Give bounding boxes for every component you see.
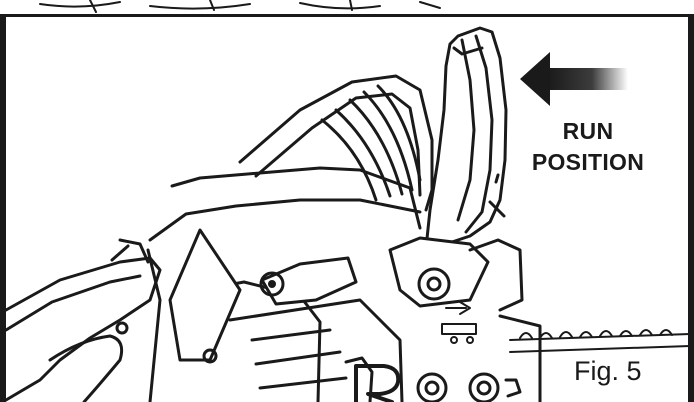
saw-chain <box>509 329 691 353</box>
brake-pivot <box>259 236 542 402</box>
figure-frame <box>0 14 694 402</box>
rear-handle <box>4 238 162 402</box>
direction-markings <box>441 301 477 344</box>
top-handle <box>238 74 434 212</box>
top-strip-detail <box>39 0 441 13</box>
run-label: RUN <box>562 118 614 144</box>
control-knobs <box>416 372 522 402</box>
arrow-left-icon <box>520 52 628 106</box>
r-logo-icon <box>354 364 401 402</box>
position-label: POSITION <box>531 149 645 175</box>
figure-number: Fig. 5 <box>574 356 642 386</box>
hand-guard <box>424 26 508 250</box>
